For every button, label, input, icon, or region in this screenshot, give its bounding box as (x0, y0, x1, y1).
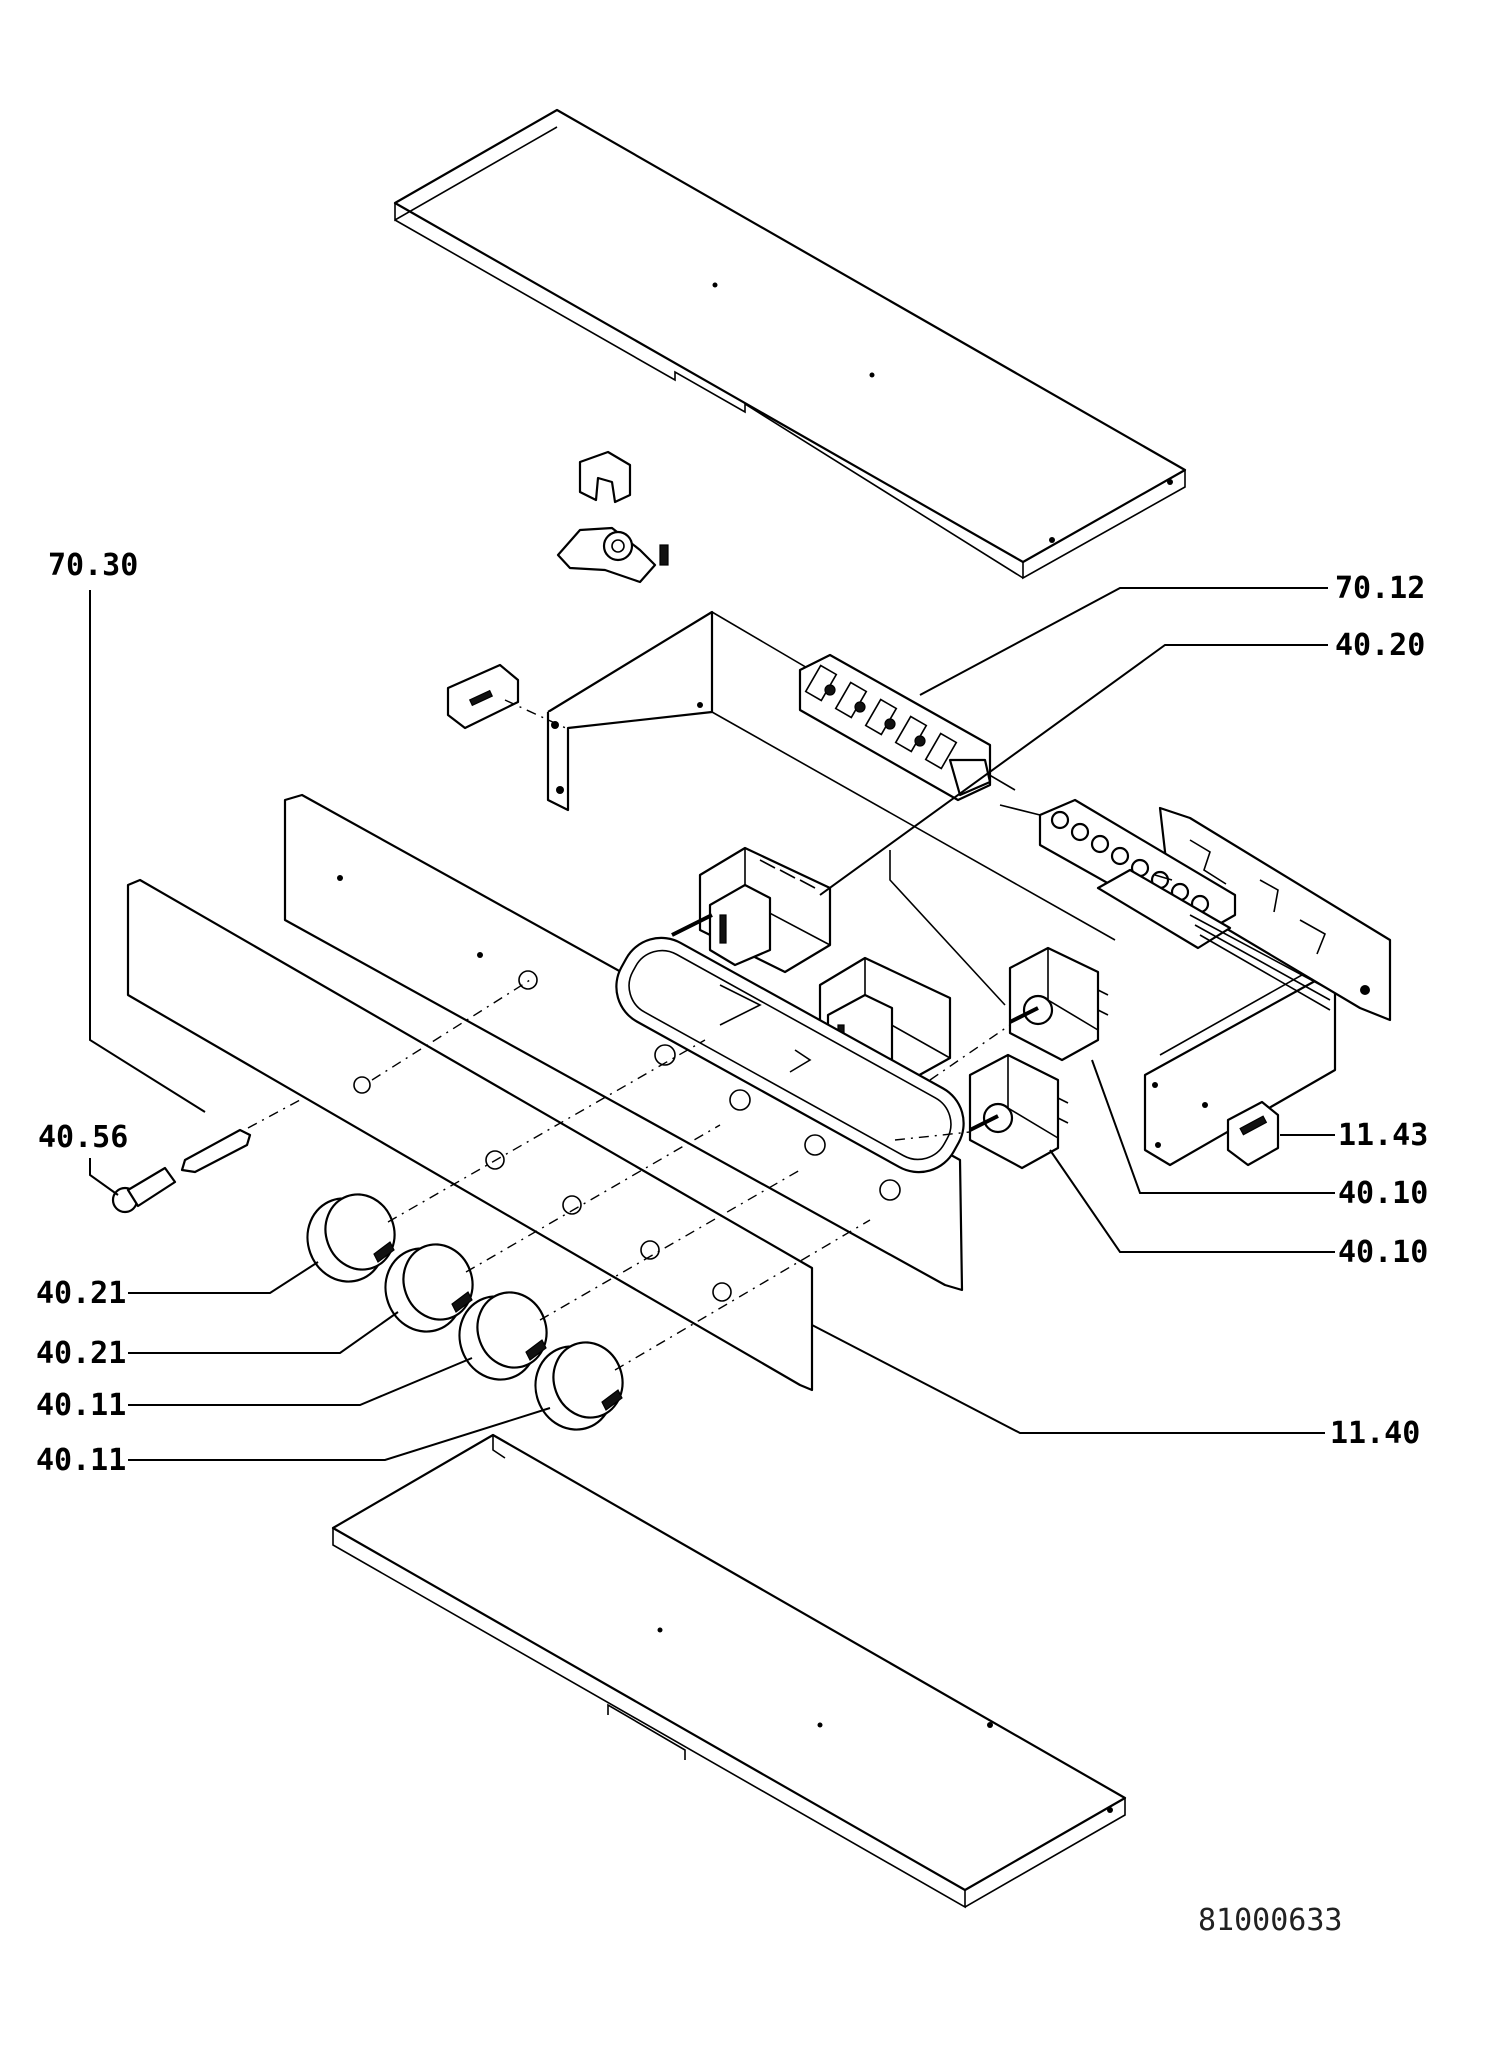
leader-lines (89, 587, 1335, 1461)
callout-40-21-second: 40.21 (36, 1336, 126, 1371)
callout-70-12: 70.12 (1335, 571, 1425, 606)
rear-chassis-box (546, 610, 1116, 941)
callout-40-10-upper: 40.10 (1338, 1176, 1428, 1211)
knob-2 (384, 1243, 474, 1333)
callout-11-40: 11.40 (1330, 1416, 1420, 1451)
callout-70-30: 70.30 (48, 548, 138, 583)
callout-40-56: 40.56 (38, 1120, 128, 1155)
callout-40-10-lower: 40.10 (1338, 1235, 1428, 1270)
indicator-holder-4056 (111, 1166, 177, 1214)
knob-4 (534, 1341, 624, 1431)
callout-40-11-second: 40.11 (36, 1443, 126, 1478)
knob-3 (458, 1291, 548, 1381)
small-bracket (446, 663, 520, 730)
thermostat-lower (968, 1053, 1069, 1170)
clip-bracket (556, 450, 669, 584)
callout-labels: 70.30 70.12 40.20 40.56 11.43 40.10 40.1… (36, 548, 1428, 1478)
small-clip-1143 (1226, 1100, 1280, 1167)
control-panel-plate (283, 793, 965, 1292)
callout-11-43: 11.43 (1338, 1118, 1428, 1153)
rotary-switch-upper (671, 846, 832, 974)
callout-40-20: 40.20 (1335, 628, 1425, 663)
indicator-lamp-7030 (180, 1128, 252, 1174)
bottom-cover-plate (331, 1433, 1127, 1909)
terminal-block-rail (798, 653, 992, 802)
document-number: 81000633 (1198, 1903, 1343, 1938)
callout-40-11-first: 40.11 (36, 1388, 126, 1423)
top-cover-plate (393, 108, 1187, 580)
thermostat-upper (1008, 946, 1109, 1062)
callout-40-21-first: 40.21 (36, 1276, 126, 1311)
assembly-axis-lines (247, 699, 1173, 1371)
front-fascia-panel (126, 878, 814, 1392)
connector-strip (1038, 798, 1331, 1011)
knob-1 (306, 1193, 396, 1283)
